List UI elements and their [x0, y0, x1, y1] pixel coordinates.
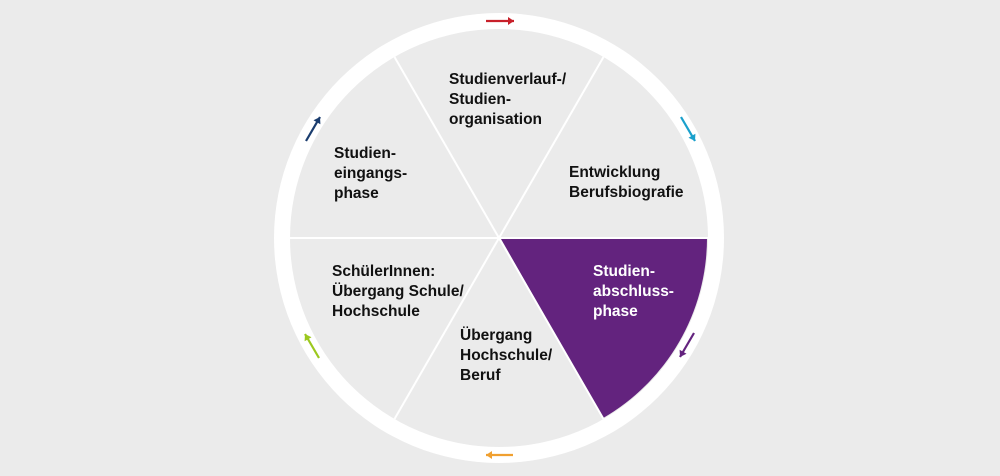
arrow-head — [486, 451, 492, 459]
label-line: Übergang Schule/ — [332, 283, 464, 300]
segment-divider — [393, 56, 500, 239]
label-line: Übergang — [460, 327, 533, 344]
label-line: Hochschule/ — [460, 347, 553, 364]
segment-label-studieneingang[interactable]: Studien- eingangs- phase — [334, 144, 407, 204]
arrow-head — [304, 334, 312, 342]
segment-label-uebergang-beruf[interactable]: Übergang Hochschule/ Beruf — [460, 326, 552, 386]
label-line: Hochschule — [332, 303, 420, 320]
arrow-head — [679, 349, 687, 357]
label-line: phase — [334, 185, 379, 202]
arrow-head — [688, 133, 696, 141]
label-line: organisation — [449, 111, 543, 128]
arrow-down-left-icon — [679, 332, 695, 358]
segment-label-entwicklung[interactable]: Entwicklung Berufsbiografie — [569, 163, 684, 203]
segment-divider — [393, 237, 500, 420]
label-line: Studienverlauf-/ — [449, 71, 567, 88]
active-segment-wedge[interactable] — [501, 238, 707, 419]
cycle-arrows — [304, 17, 696, 459]
segment-divider — [498, 237, 605, 420]
arrow-down-right-icon — [680, 116, 696, 142]
arrow-head — [508, 17, 514, 25]
label-line: Studien- — [449, 91, 511, 108]
label-line: Berufsbiografie — [569, 184, 684, 201]
segment-dividers — [290, 56, 708, 420]
segment-label-studienverlauf[interactable]: Studienverlauf-/ Studien- organisation — [449, 70, 566, 130]
segment-label-studienabschluss[interactable]: Studien- abschluss- phase — [593, 262, 674, 322]
label-line: Studien- — [334, 145, 396, 162]
label-line: Studien- — [593, 263, 655, 280]
arrow-up-left-icon — [304, 333, 320, 359]
segment-divider — [498, 56, 605, 239]
label-line: SchülerInnen: — [332, 263, 436, 280]
label-line: Beruf — [460, 367, 501, 384]
arrow-up-right-icon — [305, 116, 321, 142]
label-line: eingangs- — [334, 165, 408, 182]
segment-label-schuelerinnen[interactable]: SchülerInnen: Übergang Schule/ Hochschul… — [332, 262, 464, 322]
arrow-right-icon — [486, 17, 514, 25]
label-line: phase — [593, 303, 638, 320]
label-line: abschluss- — [593, 283, 674, 300]
arrow-left-icon — [486, 451, 513, 459]
arrow-head — [313, 117, 321, 125]
label-line: Entwicklung — [569, 164, 661, 181]
